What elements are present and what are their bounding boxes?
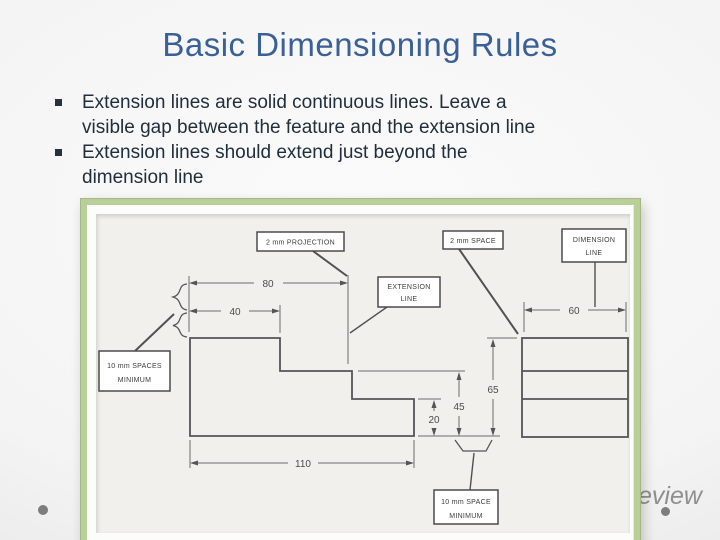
bullet-text: Extension lines are solid continuous lin… [82,90,535,140]
bullet-line: dimension line [82,167,204,188]
bullet-square-icon [55,99,62,106]
bullet-line: Extension lines are solid continuous lin… [82,92,507,113]
picture-frame [81,199,640,540]
watermark-text: eview [638,482,702,510]
bullet-line: Extension lines should extend just beyon… [82,142,468,163]
picture-mat [87,205,634,540]
decorative-dot-right [661,507,670,516]
bullet-list: Extension lines are solid continuous lin… [55,90,635,190]
decorative-dot-left [38,505,48,515]
bullet-text: Extension lines should extend just beyon… [82,140,468,190]
page-title: Basic Dimensioning Rules [162,26,558,63]
drawing-paper [96,214,630,533]
bullet-item: Extension lines are solid continuous lin… [55,90,635,140]
bullet-item: Extension lines should extend just beyon… [55,140,635,190]
bullet-line: visible gap between the feature and the … [82,117,536,138]
bullet-square-icon [55,149,62,156]
